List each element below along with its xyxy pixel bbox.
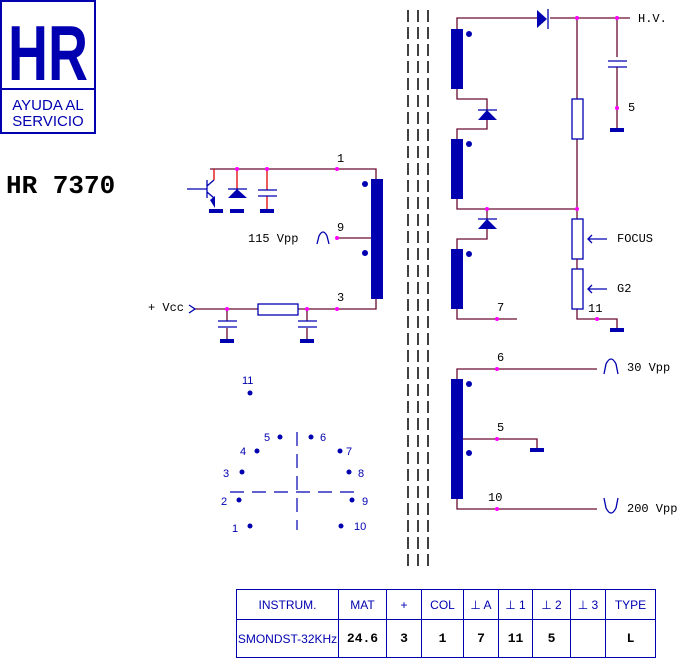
hv-diode-icon [537,10,547,28]
focus-potentiometer [571,218,584,260]
svg-text:11: 11 [242,375,253,387]
svg-text:11: 11 [588,302,602,316]
svg-text:7: 7 [346,446,352,458]
svg-text:5: 5 [497,421,504,435]
resistor-icon [257,303,299,316]
svg-text:HR: HR [8,9,88,97]
hv-circuit: H.V. 5 FOCUS G2 11 7 [451,9,667,332]
diode-icon [228,189,247,198]
table-header-row: INSTRUM. MAT + COL ⊥ A ⊥ 1 ⊥ 2 ⊥ 3 TYPE [236,589,656,620]
svg-text:5: 5 [628,101,635,115]
value-cell: 1 [421,619,464,658]
model-title: HR 7370 [6,171,115,201]
value-cell: 24.6 [338,619,387,658]
svg-text:9: 9 [337,221,344,235]
spec-table: INSTRUM. MAT + COL ⊥ A ⊥ 1 ⊥ 2 ⊥ 3 TYPE … [236,589,656,658]
g2-potentiometer [571,268,584,310]
transformer-core [407,10,429,568]
svg-text:5: 5 [264,432,270,444]
header-cell: ⊥ 2 [532,589,571,620]
pulse-waveform-icon [316,231,330,245]
svg-text:4: 4 [240,446,246,458]
svg-text:7: 7 [497,301,504,315]
svg-text:30 Vpp: 30 Vpp [627,361,670,375]
header-cell: + [386,589,422,620]
primary-circuit: 1 9 3 115 Vpp + Vcc [148,152,383,343]
header-cell: ⊥ A [463,589,499,620]
lv-circuit: 6 5 10 30 Vpp 200 Vpp [451,351,677,516]
svg-text:6: 6 [497,351,504,365]
svg-text:H.V.: H.V. [638,12,667,26]
svg-text:FOCUS: FOCUS [617,232,653,246]
svg-text:115 Vpp: 115 Vpp [248,232,298,246]
value-cell: 11 [498,619,533,658]
svg-text:3: 3 [223,468,229,480]
value-cell: 5 [532,619,571,658]
value-cell: L [605,619,656,658]
capacitor-icon [258,189,277,197]
svg-text:+ Vcc: + Vcc [148,301,184,315]
logo: HR AYUDA AL SERVICIO [0,0,96,134]
value-cell: SMONDST-32KHz [236,619,339,658]
svg-text:1: 1 [337,152,344,166]
svg-text:9: 9 [362,496,368,508]
value-cell: 7 [463,619,499,658]
svg-text:10: 10 [488,491,502,505]
svg-text:1: 1 [232,523,238,535]
pin-layout: 11 5 6 4 7 3 8 2 9 1 10 [221,375,368,535]
svg-text:3: 3 [337,291,344,305]
table-row: SMONDST-32KHz 24.6 3 1 7 11 5 L [236,619,656,658]
svg-text:6: 6 [320,432,326,444]
transistor-icon [187,179,215,199]
header-cell: INSTRUM. [236,589,339,620]
svg-text:200 Vpp: 200 Vpp [627,502,677,516]
pulse-waveform-icon [603,497,619,514]
svg-text:G2: G2 [617,282,631,296]
svg-text:SERVICIO: SERVICIO [12,113,83,130]
header-cell: ⊥ 3 [570,589,606,620]
header-cell: COL [421,589,464,620]
header-cell: ⊥ 1 [498,589,533,620]
vcc-input-icon [188,304,197,314]
svg-text:8: 8 [358,468,364,480]
value-cell: 3 [386,619,422,658]
header-cell: TYPE [605,589,656,620]
svg-text:10: 10 [354,521,366,533]
svg-text:2: 2 [221,496,227,508]
svg-text:AYUDA AL: AYUDA AL [12,97,83,114]
primary-winding [371,179,383,299]
pulse-waveform-icon [603,358,619,375]
header-cell: MAT [338,589,387,620]
value-cell [570,619,606,658]
